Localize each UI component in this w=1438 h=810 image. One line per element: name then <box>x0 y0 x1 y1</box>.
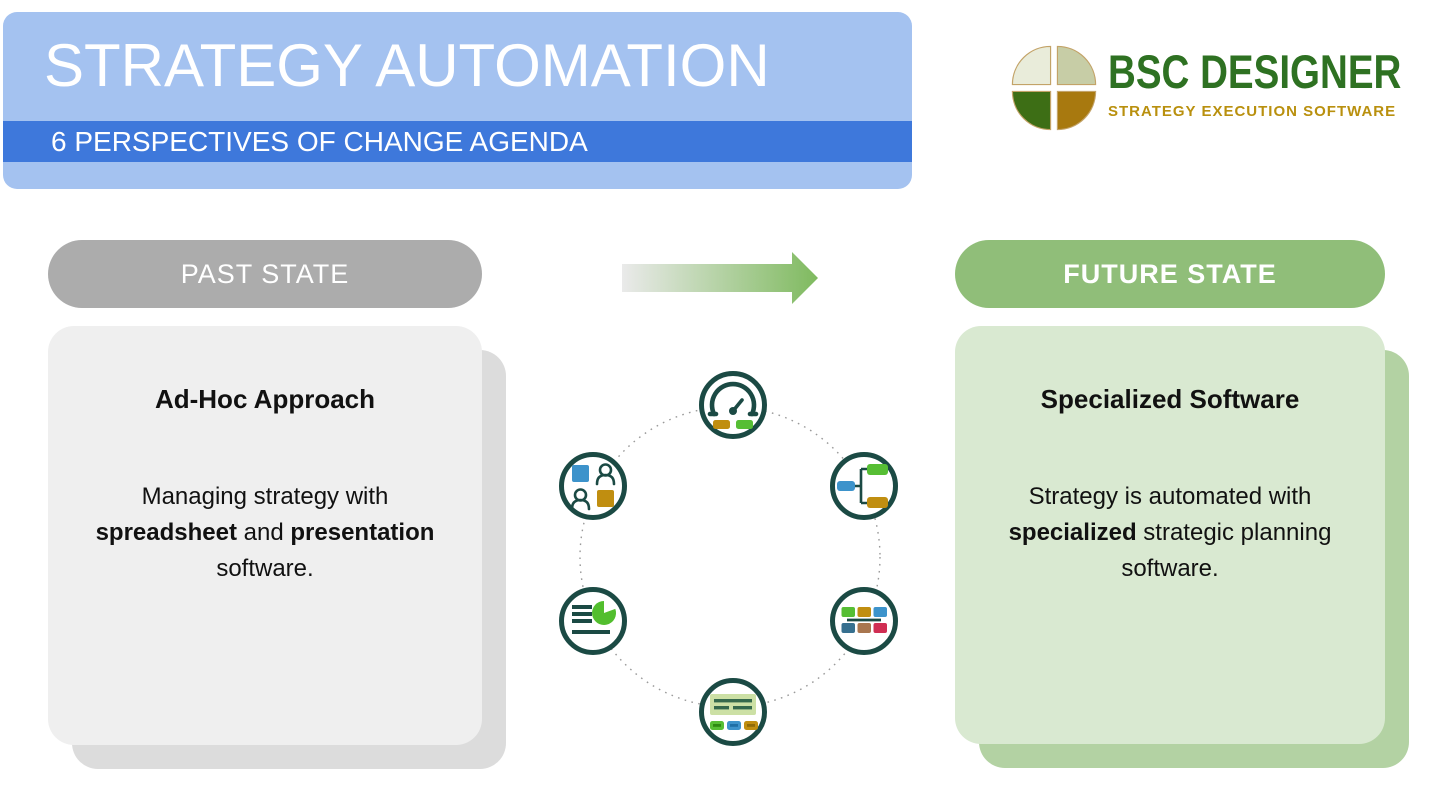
body-segment: and <box>236 519 291 546</box>
body-segment: Managing strategy with <box>141 483 389 510</box>
body-segment: software. <box>216 555 314 582</box>
report-pie-icon <box>558 586 628 656</box>
body-keyword: specialized <box>1008 519 1137 546</box>
future-state-label: FUTURE STATE <box>1063 258 1277 289</box>
subtitle-band: 6 PERSPECTIVES OF CHANGE AGENDA <box>3 121 912 162</box>
team-icon <box>558 451 628 521</box>
body-segment: strategic planning <box>1136 519 1332 546</box>
brand-text-block: BSC DESIGNER STRATEGY EXECUTION SOFTWARE <box>1108 48 1438 120</box>
brand-tagline: STRATEGY EXECUTION SOFTWARE <box>1108 102 1397 120</box>
past-card-heading: Ad-Hoc Approach <box>154 384 376 414</box>
future-card: Specialized Software Strategy is automat… <box>955 326 1385 744</box>
tile-board-icon <box>829 586 899 656</box>
cycle-ring <box>579 406 881 708</box>
future-card-heading: Specialized Software <box>1040 384 1300 414</box>
kpi-gauge-icon <box>698 370 768 440</box>
strategy-map-icon <box>698 677 768 747</box>
pie-logo-icon <box>1011 45 1097 131</box>
page-subtitle: 6 PERSPECTIVES OF CHANGE AGENDA <box>51 125 588 157</box>
header-banner: STRATEGY AUTOMATION 6 PERSPECTIVES OF CH… <box>3 12 912 189</box>
page-title: STRATEGY AUTOMATION <box>44 32 770 99</box>
body-keyword: presentation <box>290 519 435 546</box>
brand-logo: BSC DESIGNER STRATEGY EXECUTION SOFTWARE <box>1008 42 1408 142</box>
past-card: Ad-Hoc Approach Managing strategy with s… <box>48 326 482 745</box>
body-segment: software. <box>1121 555 1219 582</box>
body-keyword: spreadsheet <box>95 519 237 546</box>
future-state-pill: FUTURE STATE <box>955 240 1385 308</box>
past-state-label: PAST STATE <box>180 258 350 289</box>
past-state-pill: PAST STATE <box>48 240 482 308</box>
future-card-body: Strategy is automated with specialized s… <box>969 479 1371 587</box>
past-card-body: Managing strategy with spreadsheet and p… <box>62 479 468 587</box>
org-chart-icon <box>829 451 899 521</box>
body-segment: Strategy is automated with <box>1028 483 1312 510</box>
transition-arrow <box>622 252 818 304</box>
brand-name: BSC DESIGNER <box>1108 45 1402 98</box>
